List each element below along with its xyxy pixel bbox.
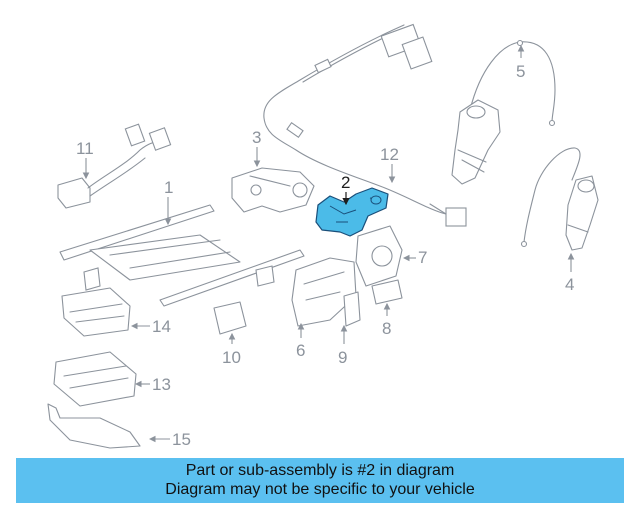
svg-text:14: 14 [152,317,171,336]
callout-3: 3 [252,128,261,168]
part-7-switch-housing [355,225,403,287]
callout-13: 13 [134,375,171,394]
svg-text:13: 13 [152,375,171,394]
part-8-knob [371,279,403,305]
svg-text:11: 11 [76,139,94,158]
svg-text:3: 3 [252,128,261,147]
part-4-motor-cable [520,147,599,251]
callout-2: 2 [341,173,350,206]
part-11-harness [57,123,172,209]
part-15-plate [47,403,141,449]
svg-text:2: 2 [341,173,350,192]
part-1-seat-track [59,204,305,307]
info-banner: Part or sub-assembly is #2 in diagram Di… [16,458,624,503]
svg-text:8: 8 [382,319,391,338]
banner-line-1: Part or sub-assembly is #2 in diagram [185,462,455,479]
callout-15: 15 [148,430,191,449]
svg-text:10: 10 [222,348,241,367]
callout-9: 9 [338,324,347,367]
callout-8: 8 [382,302,391,338]
banner-line-2: Diagram may not be specific to your vehi… [165,481,475,498]
svg-text:1: 1 [164,178,173,197]
callout-12: 12 [380,145,399,184]
callout-4: 4 [565,252,574,294]
callout-5: 5 [516,44,525,81]
part-9-knob [343,291,361,327]
svg-text:6: 6 [296,341,305,360]
svg-text:12: 12 [380,145,399,164]
part-13-control-unit [53,351,137,407]
callout-14: 14 [130,317,171,336]
part-10-switch [213,301,247,335]
callout-11: 11 [76,139,94,180]
callout-10: 10 [222,332,241,367]
part-14-module [61,287,131,337]
part-12-wiring-harness [263,23,467,227]
part-2-motor-highlighted [315,187,389,237]
svg-text:7: 7 [418,248,427,267]
part-3-bracket [231,167,315,213]
parts-diagram: 1 2 3 4 5 6 7 8 9 10 11 12 [47,23,599,449]
part-6-side-cover [291,257,357,327]
callout-7: 7 [402,248,427,267]
callout-1: 1 [164,178,173,226]
svg-text:5: 5 [516,62,525,81]
callout-6: 6 [296,322,305,360]
svg-text:4: 4 [565,275,574,294]
svg-text:9: 9 [338,348,347,367]
svg-text:15: 15 [172,430,191,449]
part-5-motor-cable [451,39,556,185]
